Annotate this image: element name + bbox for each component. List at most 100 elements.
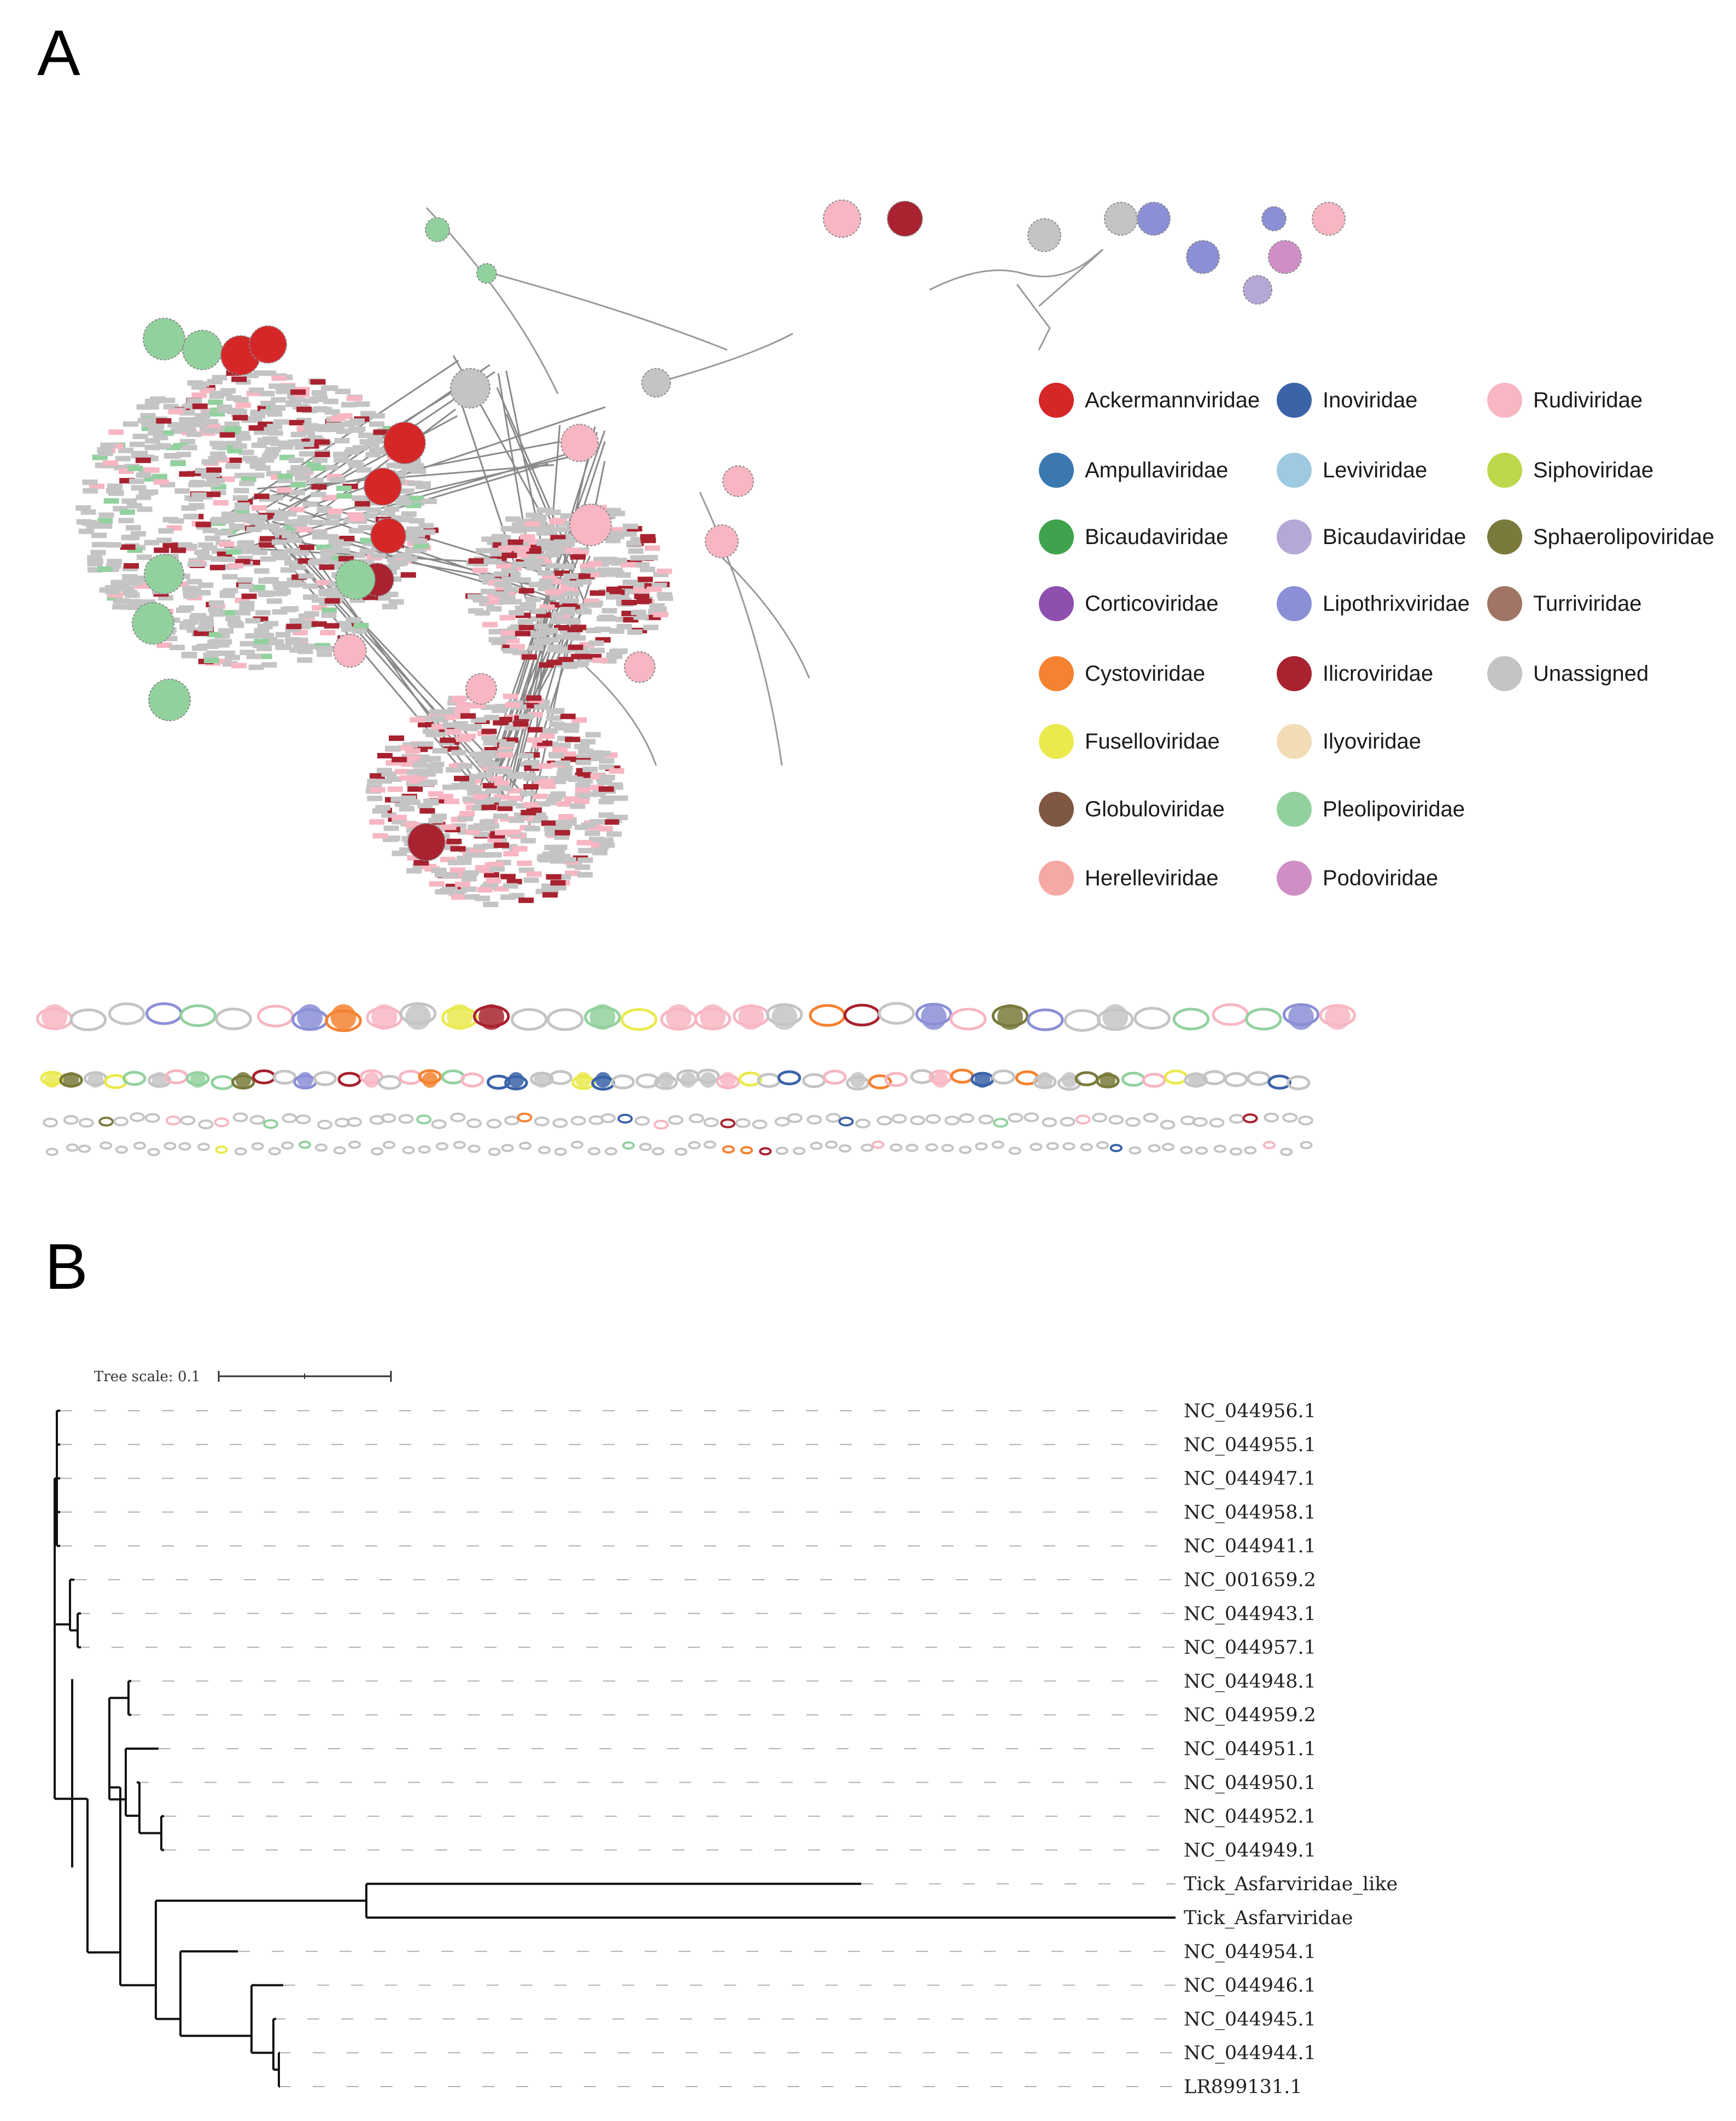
network-node: [649, 603, 665, 609]
network-node: [509, 893, 525, 899]
network-node: [250, 585, 266, 591]
network-node: [231, 411, 247, 417]
leaf-label: NC_044947.1: [1184, 1468, 1316, 1490]
network-node: [168, 408, 184, 414]
network-node: [484, 747, 500, 753]
network-node: [568, 776, 583, 782]
network-node: [248, 387, 264, 393]
network-node: [486, 606, 502, 612]
legend-label: Herelleviridae: [1085, 866, 1219, 890]
network-node: [329, 426, 344, 432]
network-node: [385, 835, 401, 842]
network-node: [97, 523, 113, 529]
network-node: [653, 571, 669, 577]
network-node: [631, 610, 647, 616]
network-node: [456, 855, 472, 861]
network-edge: [507, 563, 561, 794]
network-node: [87, 561, 103, 567]
network-component-fill: [63, 1072, 79, 1088]
network-node: [435, 889, 451, 895]
network-node: [349, 418, 365, 424]
network-component: [133, 1141, 146, 1150]
network-node: [283, 606, 299, 612]
network-node: [327, 543, 343, 549]
network-node: [387, 557, 402, 563]
network-node: [500, 741, 516, 747]
network-node: [637, 576, 653, 582]
network-node: [461, 876, 477, 882]
legend-label: Fuselloviridae: [1085, 729, 1220, 753]
network-node: [522, 654, 537, 660]
network-node: [281, 511, 297, 517]
network-node: [211, 455, 227, 461]
network-node: [311, 621, 327, 627]
network-node: [557, 766, 573, 772]
network-component: [759, 1147, 772, 1156]
network-node: [326, 422, 342, 428]
network-node: [518, 753, 534, 759]
network-node: [512, 562, 528, 568]
network-node: [513, 721, 529, 727]
network-node: [555, 648, 571, 654]
network-node: [589, 647, 605, 653]
network-node: [246, 527, 262, 533]
network-node: [392, 560, 408, 566]
network-node: [299, 430, 314, 436]
network-node: [235, 610, 251, 616]
network-node: [285, 548, 301, 554]
network-node: [544, 844, 560, 850]
network-component: [234, 1147, 247, 1156]
network-component: [810, 1141, 823, 1150]
network-component: [63, 1115, 79, 1125]
network-node: [477, 887, 493, 893]
network-node: [107, 592, 123, 598]
network-node: [364, 441, 379, 447]
network-node: [328, 594, 344, 600]
network-node: [127, 604, 143, 610]
network-node: [481, 536, 497, 542]
network-component-fill: [1100, 1072, 1116, 1088]
network-node: [550, 858, 566, 864]
network-node: [212, 548, 227, 554]
network-node: [446, 838, 462, 844]
network-node: [254, 493, 270, 499]
network-node: [222, 661, 238, 667]
network-node: [587, 750, 603, 756]
network-node: [259, 536, 275, 542]
leaf-label: NC_044941.1: [1184, 1535, 1316, 1557]
network-node: [560, 714, 576, 720]
network-component: [281, 1141, 294, 1150]
legend-swatch: [1487, 383, 1522, 418]
network-node: [326, 474, 342, 480]
network-node: [213, 500, 229, 506]
network-node: [508, 610, 524, 616]
network-node: [440, 737, 455, 743]
network-node: [289, 506, 305, 512]
network-node: [507, 788, 523, 794]
network-component: [1224, 1072, 1248, 1088]
network-component: [381, 1113, 396, 1123]
network-node: [144, 445, 160, 451]
legend-swatch: [1277, 453, 1312, 488]
network-node: [640, 537, 656, 544]
network-component-fill: [850, 1072, 866, 1088]
network-node: [457, 763, 473, 769]
network-node: [503, 586, 519, 592]
network-node: [610, 531, 626, 537]
leaf-label: NC_044944.1: [1184, 2042, 1316, 2064]
network-node: [503, 851, 519, 857]
leaf-label: Tick_Asfarviridae_like: [1184, 1873, 1398, 1895]
network-node: [483, 881, 499, 887]
network-node: [107, 595, 122, 601]
network-node: [610, 511, 626, 517]
network-component: [958, 1113, 974, 1124]
network-node: [439, 709, 455, 715]
network-component: [825, 1140, 838, 1149]
network-node: [630, 537, 646, 543]
network-node: [163, 404, 179, 410]
network-node: [359, 548, 375, 554]
network-node: [558, 814, 574, 820]
network-node: [408, 495, 424, 501]
network-node: [180, 426, 196, 433]
network-node: [181, 653, 197, 659]
